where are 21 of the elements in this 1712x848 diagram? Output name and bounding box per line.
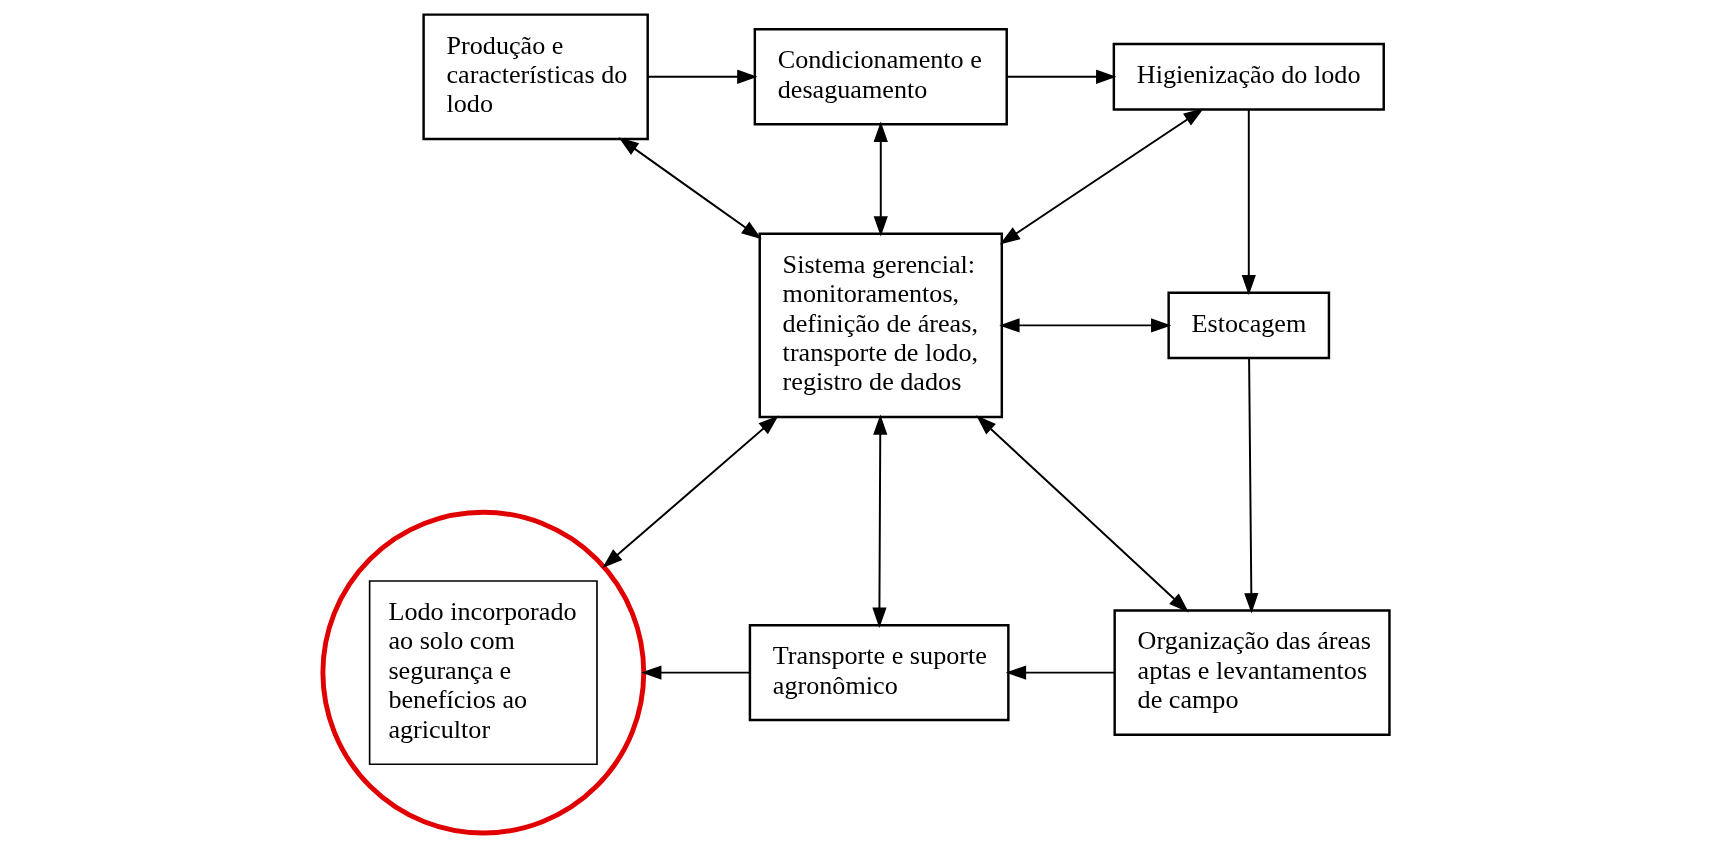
arrow [1006, 69, 1117, 84]
arrow [1241, 109, 1256, 296]
arrow [1005, 665, 1116, 680]
arrow [1244, 357, 1259, 614]
arrow [602, 415, 779, 568]
node-box: Condicionamento e desaguamento [753, 28, 1008, 126]
arrow [647, 69, 758, 84]
arrow [999, 108, 1204, 245]
node-box: Transporte e suporte agronômico [748, 623, 1010, 722]
node-circle: Lodo incorporado ao solo com segurança e benefícios ao agricultor [320, 509, 647, 836]
arrow [618, 137, 762, 240]
node-box: Organização das áreas aptas e levantamentos de campo [1113, 609, 1391, 736]
arrow [873, 121, 888, 237]
node-box: Higienização do lodo [1112, 42, 1385, 111]
node-box: Estocagem [1167, 291, 1331, 360]
node-box: Produção e características do lodo [422, 13, 649, 141]
arrow [872, 414, 888, 628]
node-box: Sistema gerencial: monitoramentos, definição de áreas, transporte de lodo, registro de dados [758, 232, 1004, 419]
arrow [976, 415, 1189, 613]
arrow [999, 318, 1172, 333]
arrow [641, 665, 751, 680]
